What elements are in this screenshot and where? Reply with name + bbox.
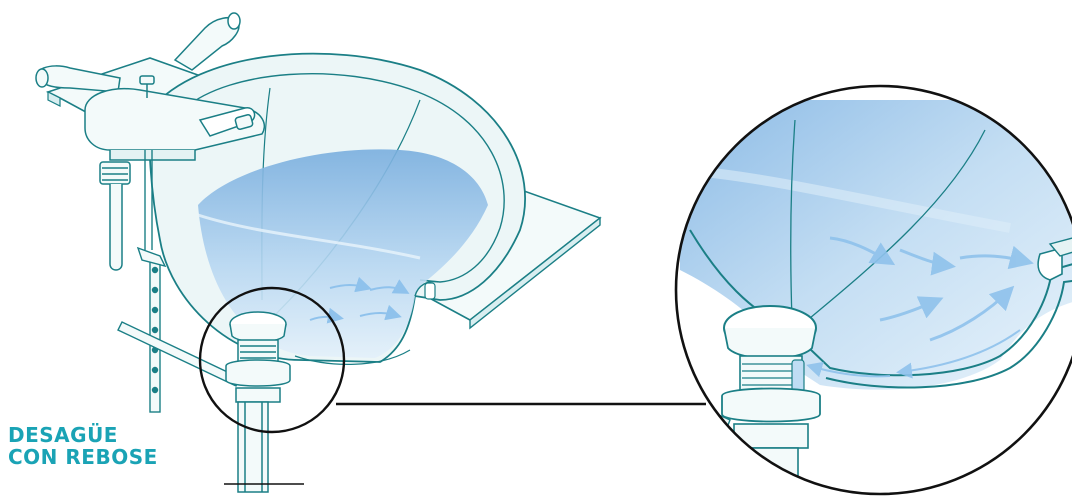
arrow-curve-icon (806, 236, 1034, 379)
drain-assembly (225, 311, 291, 493)
zoom-detail (676, 86, 1072, 494)
zoom-detail-ring (674, 84, 1072, 496)
arrow-right-icon (309, 276, 410, 324)
zoom-source-ring (198, 286, 346, 434)
diagram-caption: DESAGÜE CON REBOSE (8, 424, 158, 468)
faucet (35, 12, 266, 271)
caption-line-1: DESAGÜE (8, 423, 118, 447)
caption-line-2: CON REBOSE (8, 445, 158, 469)
